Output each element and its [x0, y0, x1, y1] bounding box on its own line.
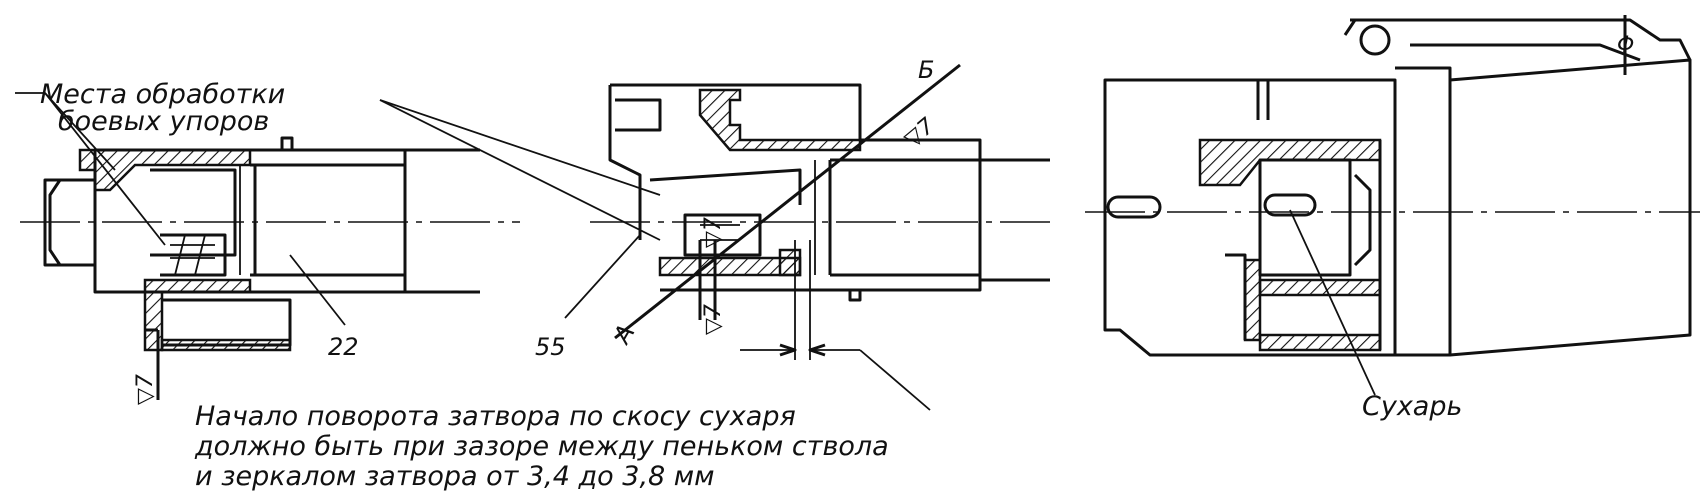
leader-to-middle-upper	[379, 99, 661, 196]
caption-line-2: должно быть при зазоре между пеньком ств…	[194, 431, 889, 462]
section-mark-a: А	[607, 320, 640, 350]
surface-finish-mark-left: ▽7	[133, 374, 158, 405]
part-number-22: 22	[328, 333, 359, 361]
surface-finish-mark-middle-bottom: ▽7	[701, 304, 726, 335]
leader-to-middle-lower	[379, 99, 661, 241]
sukhar-label: Сухарь	[1362, 391, 1462, 422]
machining-places-label-line1: Места обработки	[40, 79, 285, 110]
surface-finish-mark-middle-center: ▽7	[701, 217, 726, 248]
phi-marker: Φ	[1617, 33, 1634, 58]
right-assembly-view	[1085, 15, 1700, 396]
caption-line-3: и зеркалом затвора от 3,4 до 3,8 мм	[195, 461, 715, 492]
part-number-55: 55	[535, 333, 566, 361]
machining-places-label-line2: боевых упоров	[58, 106, 269, 137]
middle-assembly-view	[564, 63, 1050, 411]
caption-line-1: Начало поворота затвора по скосу сухаря	[195, 401, 796, 432]
left-assembly-view	[15, 92, 520, 400]
surface-finish-mark-middle-top: ▽7	[900, 114, 940, 153]
section-mark-b: Б	[918, 56, 934, 84]
